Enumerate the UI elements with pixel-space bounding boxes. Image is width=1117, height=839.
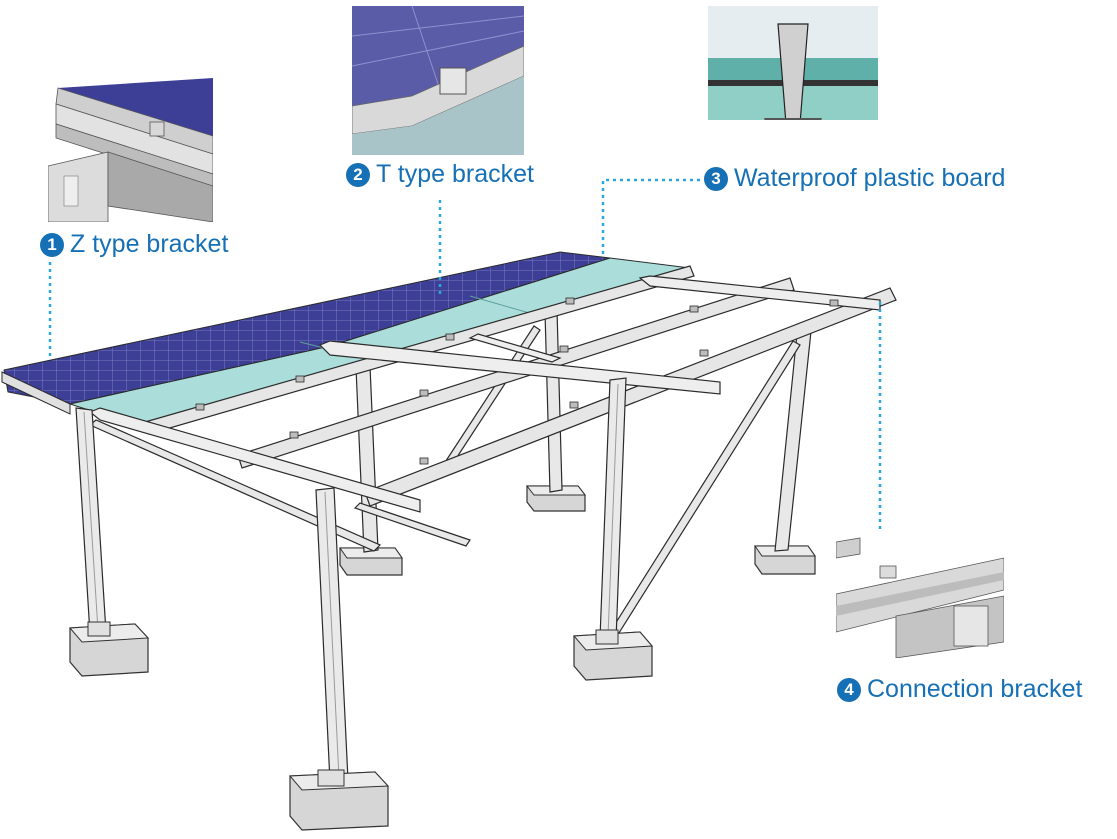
bracket-clips: [195, 297, 839, 465]
front-edge-rail: [1, 371, 71, 415]
concrete-footing-back-middle: [525, 485, 587, 512]
concrete-footing-back-left: [339, 547, 403, 576]
z-bracket-detail-image: [48, 76, 213, 222]
callout-z-type-bracket: 1 Z type bracket: [40, 230, 228, 259]
connection-bracket-detail-image: [836, 536, 1004, 658]
callout-number-4: 4: [837, 677, 861, 702]
callout-label-1: Z type bracket: [70, 230, 229, 258]
t-bracket-detail-image: [352, 6, 524, 155]
callout-number-2: 2: [346, 162, 370, 187]
concrete-footing-front-right: [288, 769, 390, 831]
callout-label-2: T type bracket: [376, 160, 534, 188]
column-grooves: [83, 383, 619, 779]
callout-number-1: 1: [40, 232, 64, 257]
callout-label-4: Connection bracket: [867, 675, 1083, 703]
callout-number-3: 3: [704, 166, 728, 191]
concrete-footing-front-middle: [572, 629, 654, 681]
concrete-footing-back-right: [754, 545, 816, 575]
waterproof-board-detail-image: [708, 6, 878, 154]
diagonal-braces: [88, 325, 801, 645]
callout-label-3: Waterproof plastic board: [734, 164, 1006, 192]
callout-t-type-bracket: 2 T type bracket: [346, 160, 534, 189]
callout-waterproof-plastic-board: 3 Waterproof plastic board: [704, 164, 1005, 193]
callout-leader-lines: [48, 178, 882, 530]
concrete-footing-front-left: [68, 621, 150, 677]
callout-connection-bracket: 4 Connection bracket: [837, 675, 1082, 704]
